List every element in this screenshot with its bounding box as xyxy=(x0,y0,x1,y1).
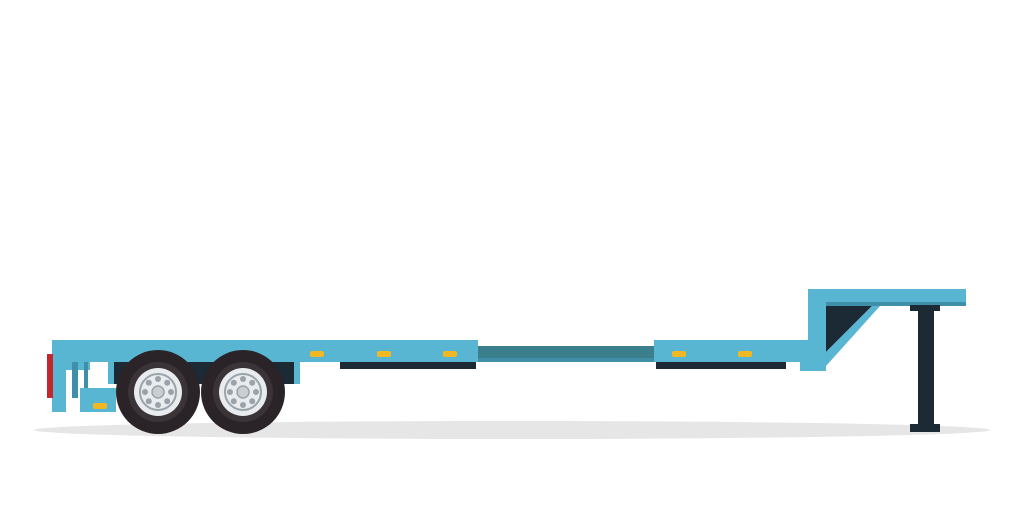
lug-hole xyxy=(142,389,148,395)
hub xyxy=(236,385,250,399)
neck-bar-shadow xyxy=(478,358,654,362)
reflector xyxy=(738,351,752,357)
front-deck-join xyxy=(800,340,826,371)
gooseneck-deck-underside xyxy=(808,302,966,306)
reflector xyxy=(310,351,324,357)
tail-light xyxy=(47,354,53,398)
lug-hole xyxy=(253,389,259,395)
reflector xyxy=(443,351,457,357)
lug-hole xyxy=(230,398,237,405)
rear-post-detail xyxy=(72,362,78,398)
rear-post-detail-2 xyxy=(84,362,88,388)
reflectors xyxy=(93,351,752,409)
landing-gear xyxy=(910,305,940,432)
lug-hole xyxy=(249,379,256,386)
lug-hole xyxy=(230,379,237,386)
rear-bumper-post xyxy=(52,340,66,412)
landing-gear-foot xyxy=(910,424,940,432)
wheel xyxy=(116,350,200,434)
drop-neck xyxy=(478,346,654,362)
rear-deck-underframe xyxy=(340,362,476,369)
rim-ring xyxy=(224,373,262,411)
lug-hole xyxy=(164,398,171,405)
wheels xyxy=(116,350,285,434)
ground-shadow xyxy=(34,421,990,439)
rim-ring xyxy=(139,373,177,411)
lug-hole xyxy=(164,379,171,386)
lug-hole xyxy=(249,398,256,405)
gooseneck-brace xyxy=(826,306,880,366)
gooseneck-top-deck xyxy=(808,289,966,305)
hub xyxy=(151,385,165,399)
lug-hole xyxy=(227,389,233,395)
lug-hole xyxy=(240,376,246,382)
lug-hole xyxy=(168,389,174,395)
front-deck xyxy=(654,340,826,371)
neck-bar xyxy=(478,346,654,360)
lug-hole xyxy=(145,379,152,386)
front-deck-top xyxy=(654,340,808,362)
lug-hole xyxy=(155,376,161,382)
reflector xyxy=(672,351,686,357)
reflector xyxy=(93,403,107,409)
gooseneck xyxy=(808,289,966,371)
landing-gear-leg xyxy=(918,305,934,425)
reflector xyxy=(377,351,391,357)
wheel xyxy=(201,350,285,434)
lug-hole xyxy=(240,402,246,408)
front-deck-underframe xyxy=(656,362,786,369)
lug-hole xyxy=(145,398,152,405)
lug-hole xyxy=(155,402,161,408)
